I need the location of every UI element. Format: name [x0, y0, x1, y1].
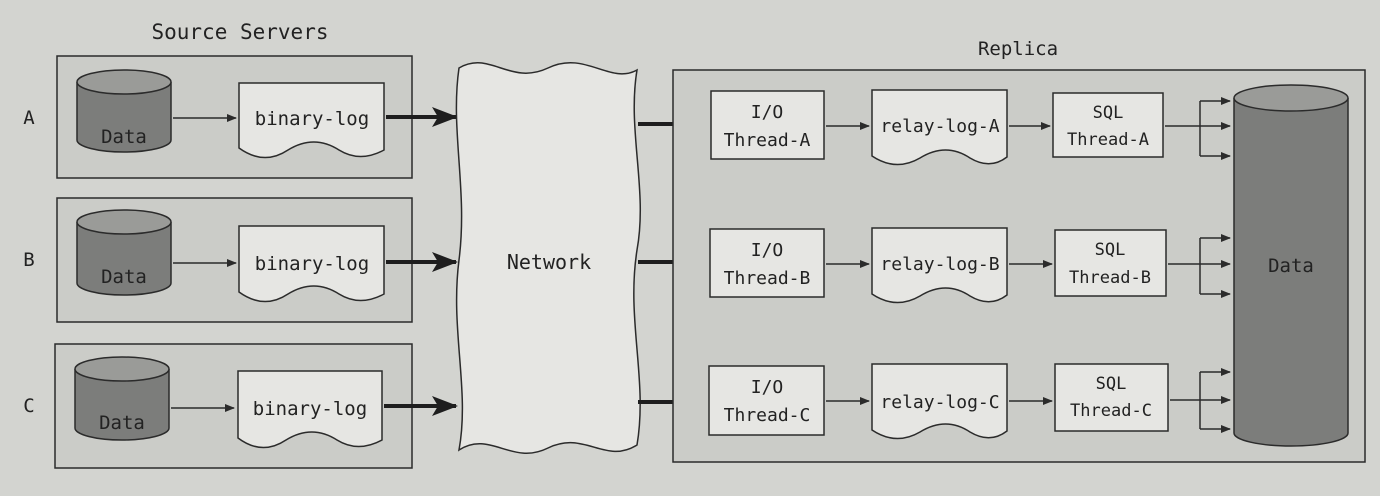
server-label-a: A [23, 107, 35, 129]
sql-to-data-arrows-a [1165, 97, 1231, 160]
sql-thread-label-a-line1: SQL [1093, 103, 1124, 123]
relay-log-label-a: relay-log-A [880, 116, 999, 137]
server-label-b: B [23, 249, 34, 271]
server-label-c: C [23, 395, 34, 417]
io-thread-label-a-line1: I/O [751, 102, 784, 123]
source-data-cylinder-a [76, 69, 172, 153]
sql-thread-box-c [1054, 363, 1169, 432]
sql-thread-box-a [1052, 92, 1164, 158]
source-server-b: Data binary-log [56, 197, 413, 323]
network-cloud [455, 62, 642, 454]
replica-row-c: I/O Thread-C relay-log-C SQL Thread-C [708, 363, 1231, 440]
source-data-label-b: Data [101, 266, 147, 288]
sql-thread-label-b-line2: Thread-B [1069, 268, 1151, 288]
binary-log-label-a: binary-log [255, 108, 369, 130]
sql-thread-label-c-line1: SQL [1096, 374, 1127, 394]
source-data-cylinder-c [74, 356, 170, 441]
sql-to-data-arrows-c [1170, 368, 1231, 433]
replica-data-cylinder [1233, 84, 1349, 447]
io-thread-box-a [710, 90, 825, 160]
io-thread-label-c-line2: Thread-C [724, 405, 811, 426]
io-thread-label-c-line1: I/O [751, 377, 784, 398]
replica-row-a: I/O Thread-A relay-log-A SQL Thread-A [710, 89, 1231, 166]
source-servers-title: Source Servers [151, 20, 328, 44]
source-server-a: Data binary-log [56, 55, 413, 179]
io-thread-box-c [708, 365, 825, 436]
relay-log-shape-a [871, 89, 1008, 166]
network-label: Network [507, 250, 591, 274]
relay-log-label-c: relay-log-C [880, 392, 999, 413]
sql-thread-label-b-line1: SQL [1095, 240, 1126, 260]
binary-log-shape-c [237, 370, 383, 449]
replica-data-label: Data [1268, 255, 1314, 277]
replica-title: Replica [978, 38, 1058, 60]
source-data-cylinder-b [76, 209, 172, 296]
binary-log-label-c: binary-log [253, 398, 367, 420]
sql-thread-box-b [1054, 229, 1167, 297]
sql-thread-label-c-line2: Thread-C [1070, 401, 1152, 421]
replica-row-b: I/O Thread-B relay-log-B SQL Thread-B [709, 227, 1231, 304]
io-thread-label-b-line2: Thread-B [724, 268, 811, 289]
relay-log-shape-b [871, 227, 1008, 304]
io-thread-box-b [709, 228, 825, 298]
source-server-c: Data binary-log [54, 343, 413, 469]
sql-thread-label-a-line2: Thread-A [1067, 130, 1149, 150]
binary-log-shape-b [238, 225, 385, 303]
relay-log-shape-c [871, 363, 1008, 440]
io-thread-label-b-line1: I/O [751, 240, 784, 261]
source-data-label-c: Data [99, 412, 145, 434]
io-thread-label-a-line2: Thread-A [724, 130, 811, 151]
binary-log-shape-a [238, 82, 385, 159]
binary-log-label-b: binary-log [255, 253, 369, 275]
source-data-label-a: Data [101, 126, 147, 148]
sql-to-data-arrows-b [1168, 234, 1231, 298]
relay-log-label-b: relay-log-B [880, 254, 999, 275]
